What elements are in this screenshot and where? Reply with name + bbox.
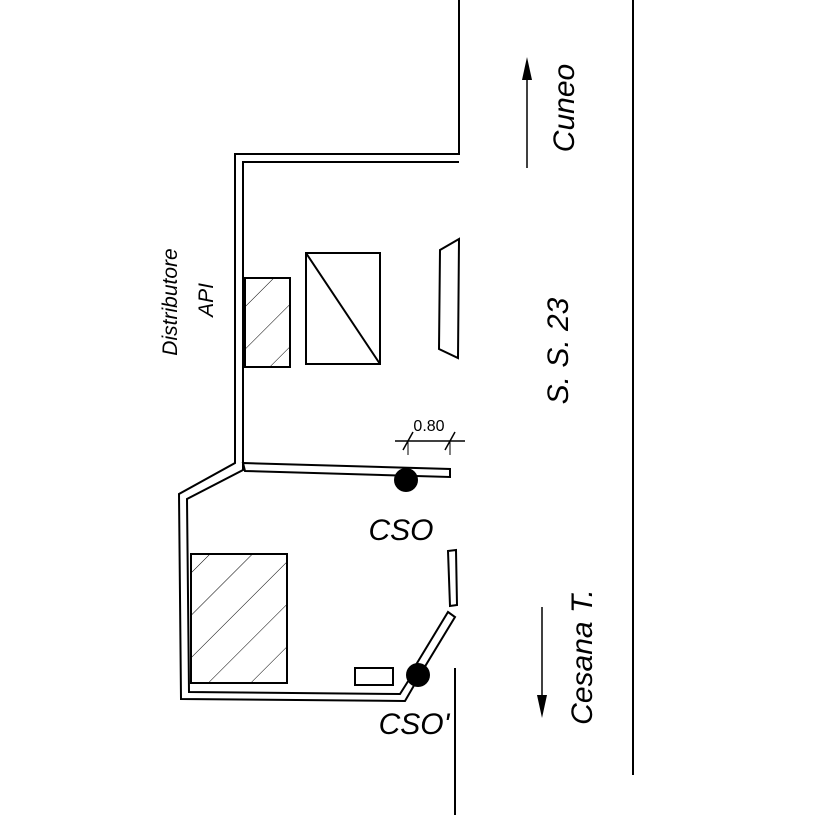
canopy-diagonal: [305, 252, 381, 365]
dimension-label: 0.80: [413, 418, 444, 435]
station-name-label: Distributore: [159, 248, 182, 355]
canopy: [305, 252, 381, 365]
cso-point-marker: [394, 468, 418, 492]
building-wall-inner: [185, 161, 459, 696]
station-brand-label: API: [195, 283, 218, 319]
building-wall-outer: [177, 0, 460, 703]
hatched-building-small: [244, 277, 291, 368]
cso-prime-label: CSO': [379, 708, 451, 741]
arrow-up-icon: [522, 57, 532, 80]
cso-prime-point-marker: [406, 663, 430, 687]
cso-label: CSO: [368, 514, 433, 547]
hatched-building-large: [190, 553, 288, 684]
arrow-down-icon: [537, 695, 547, 718]
small-block: [354, 667, 394, 686]
island: [437, 237, 461, 360]
road-name-label: S. S. 23: [542, 297, 575, 404]
wall-cso: [241, 461, 451, 479]
direction-cuneo-label: Cuneo: [548, 64, 581, 152]
wall-segment: [446, 548, 459, 608]
direction-cesana-label: Cesana T.: [566, 589, 599, 725]
